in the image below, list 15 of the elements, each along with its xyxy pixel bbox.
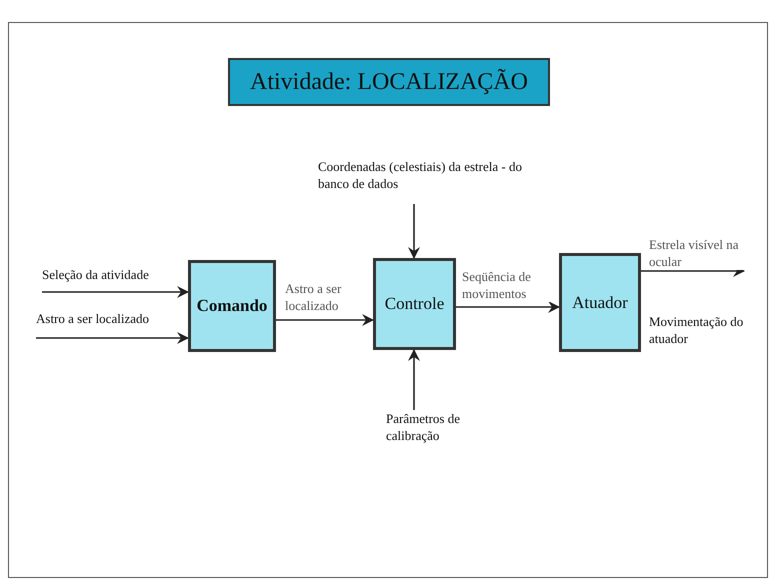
title-banner: Atividade: LOCALIZAÇÃO [228, 58, 550, 106]
output-label: Movimentação do atuador [649, 313, 744, 347]
input-label: Coordenadas (celestiais) da estrela - do banco de dados [318, 158, 528, 204]
arrow [276, 314, 374, 326]
input-label: Astro a ser localizado [36, 310, 188, 339]
arrow [456, 301, 560, 313]
arrow [42, 286, 189, 298]
arrow [36, 332, 189, 344]
arrow [408, 204, 420, 259]
process-block: Controle [373, 258, 456, 350]
arrow [408, 349, 420, 410]
input-label: Seleção da atividade [42, 266, 188, 293]
input-label: Parâmetros de calibração [386, 410, 478, 446]
process-block: Comando [188, 260, 276, 352]
process-block: Atuador [559, 253, 641, 352]
